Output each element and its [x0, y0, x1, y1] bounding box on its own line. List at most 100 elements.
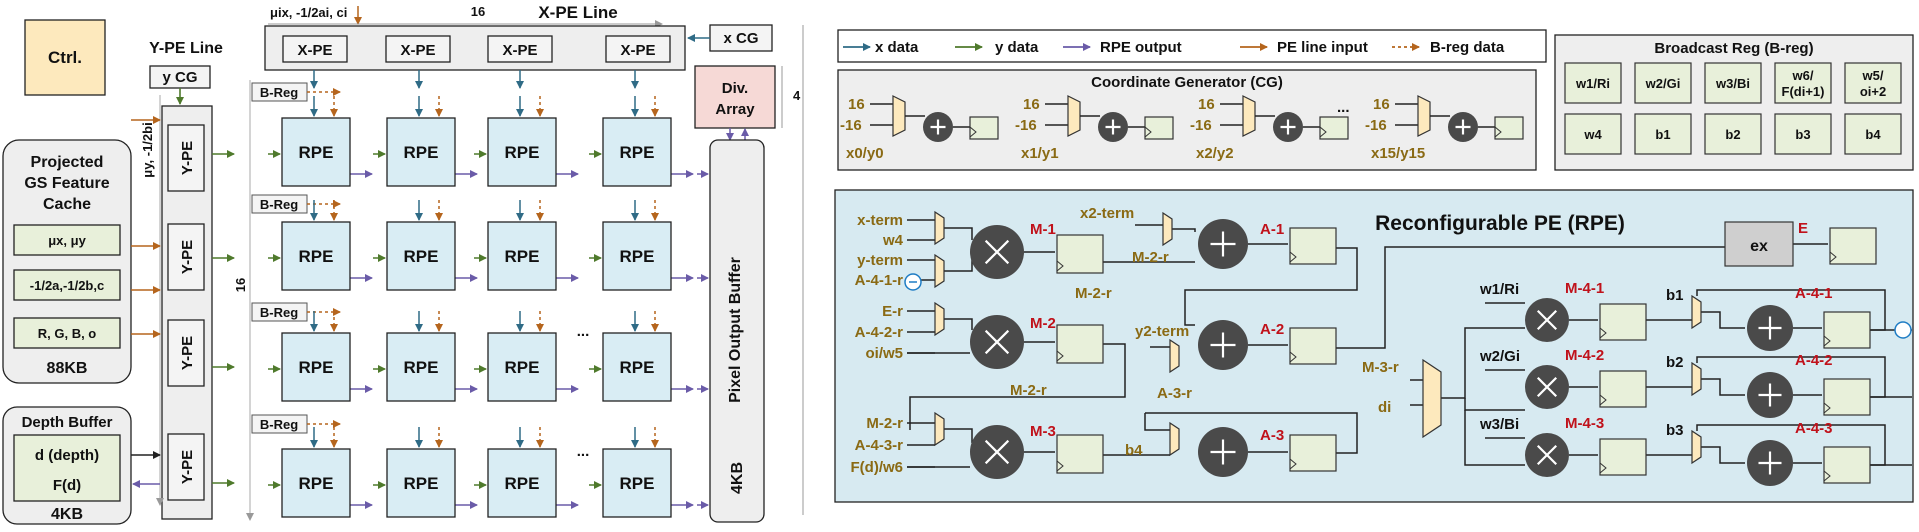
rpe-label: RPE: [505, 474, 540, 493]
register-m3: [1056, 434, 1104, 474]
ype-box: [167, 223, 205, 291]
xpe-line-title: X-PE Line: [538, 3, 617, 22]
register-m4: [1599, 303, 1647, 341]
rpe-label: RPE: [620, 247, 655, 266]
times-icon: [1536, 376, 1558, 398]
register-e: [1829, 227, 1877, 265]
breg-title: Broadcast Reg (B-reg): [1654, 40, 1813, 57]
unit-label-a4: A-4-2: [1795, 352, 1833, 369]
label-m2r-b: M-2-r: [1132, 249, 1169, 266]
rpe-detail: Reconfigurable PE (RPE) x-termw4y-termA-…: [834, 189, 1914, 503]
register-clock: [969, 126, 977, 138]
y-cg-label: y CG: [162, 69, 197, 86]
pixel-buffer-size: 4KB: [729, 462, 746, 494]
unit-label-m4: M-4-2: [1565, 347, 1604, 364]
breg-cell-label: w3/Bi: [1715, 76, 1750, 91]
rpe-box: [487, 221, 557, 291]
rpe-input-label: A-4-2-r: [855, 324, 904, 341]
rpe-wire: [944, 258, 973, 272]
pixel-output-buffer: [709, 139, 765, 523]
register-m2: [1056, 324, 1104, 364]
rpe-ellipsis: ...: [577, 443, 590, 460]
unit-label-a1: A-1: [1260, 221, 1284, 238]
cg-input-pos: 16: [1023, 96, 1040, 113]
times-icon: [1536, 444, 1558, 466]
breg-cell: [1704, 113, 1762, 155]
rpe-detail-title: Reconfigurable PE (RPE): [1375, 212, 1625, 235]
rpe-wire: [909, 343, 1126, 430]
gs-cache-title-1: Projected: [31, 154, 104, 171]
breg-cell-label: b1: [1655, 127, 1670, 142]
depth-title: Depth Buffer: [22, 414, 113, 431]
legend-rpe-output: RPE output: [1100, 39, 1182, 56]
cg-input-neg: -16: [1015, 117, 1037, 134]
xpe-box: [487, 35, 553, 63]
ype-input-label: μy, -1/2bi: [140, 122, 155, 177]
register-clock: [1823, 470, 1831, 482]
times-icon: [984, 329, 1010, 355]
xpe-box: [282, 35, 348, 63]
register-clock: [1289, 351, 1297, 363]
rpe-box: [602, 332, 672, 402]
cg-mux: [892, 95, 906, 137]
label-y2-term: y2-term: [1135, 323, 1189, 340]
rows-16-label: 16: [233, 278, 248, 292]
rpe-box: [602, 117, 672, 187]
ype-box: [167, 124, 205, 192]
cg-output-label: x0/y0: [846, 145, 884, 162]
gs-cache-abc: -1/2a,-1/2b,c: [30, 278, 104, 293]
rpe-label: RPE: [299, 247, 334, 266]
rpe-input-label: A-4-3-r: [855, 437, 904, 454]
x-cg-block: [709, 24, 773, 52]
xpe-width-label: 16: [471, 4, 485, 19]
cg-register: [969, 116, 999, 140]
register-a1: [1289, 227, 1337, 265]
breg-cell: [1844, 62, 1902, 104]
gs-cache-title-2: GS Feature: [24, 175, 109, 192]
rpe-box: [386, 448, 456, 518]
depth-cell: [13, 434, 121, 502]
cg-input-pos: 16: [848, 96, 865, 113]
rpe-label: RPE: [299, 474, 334, 493]
unit-label-m4: M-4-3: [1565, 415, 1604, 432]
plus-icon: [1105, 119, 1121, 135]
register-clock: [1599, 327, 1607, 339]
cg-input-neg: -16: [1190, 117, 1212, 134]
ype-label: Y-PE: [179, 141, 196, 175]
register-a4: [1823, 446, 1871, 484]
rpe-input-label: A-4-1-r: [855, 272, 904, 289]
breg-label: B-Reg: [260, 197, 298, 212]
label-m2r-a: M-2-r: [1010, 382, 1047, 399]
color-row-input: w2/Gi: [1479, 348, 1520, 365]
unit-label-a2: A-2: [1260, 321, 1284, 338]
exp-label: ex: [1750, 238, 1768, 255]
register-clock: [1599, 462, 1607, 474]
exp-unit: [1724, 221, 1794, 267]
rpe-box: [602, 448, 672, 518]
register-a4: [1823, 311, 1871, 349]
gs-cache-rgbo: R, G, B, o: [38, 326, 97, 341]
register-clock: [1599, 394, 1607, 406]
gs-cache-mu: μx, μy: [48, 233, 86, 248]
plus-icon: [1210, 439, 1236, 465]
rpe-label: RPE: [404, 143, 439, 162]
cg-ellipsis: ...: [1337, 99, 1350, 116]
cg-mux: [1417, 95, 1431, 137]
output-port-icon: [1894, 321, 1912, 339]
breg-cell-label: w6/: [1792, 68, 1814, 83]
breg-label: B-Reg: [260, 305, 298, 320]
plus-icon: [1210, 332, 1236, 358]
xpe-label: X-PE: [297, 42, 332, 59]
label-m2r-c: M-2-r: [1075, 285, 1112, 302]
register-clock: [1144, 126, 1152, 138]
xpe-box: [605, 35, 671, 63]
register-m4: [1599, 438, 1647, 476]
color-row-input: w1/Ri: [1479, 281, 1519, 298]
ype-box: [167, 319, 205, 387]
rpe-box: [487, 332, 557, 402]
rpe-wire: [1701, 446, 1745, 464]
register-clock: [1494, 126, 1502, 138]
color-row-bias: b1: [1666, 287, 1684, 304]
div-array: [694, 65, 776, 129]
rpe-mux: [934, 411, 945, 447]
